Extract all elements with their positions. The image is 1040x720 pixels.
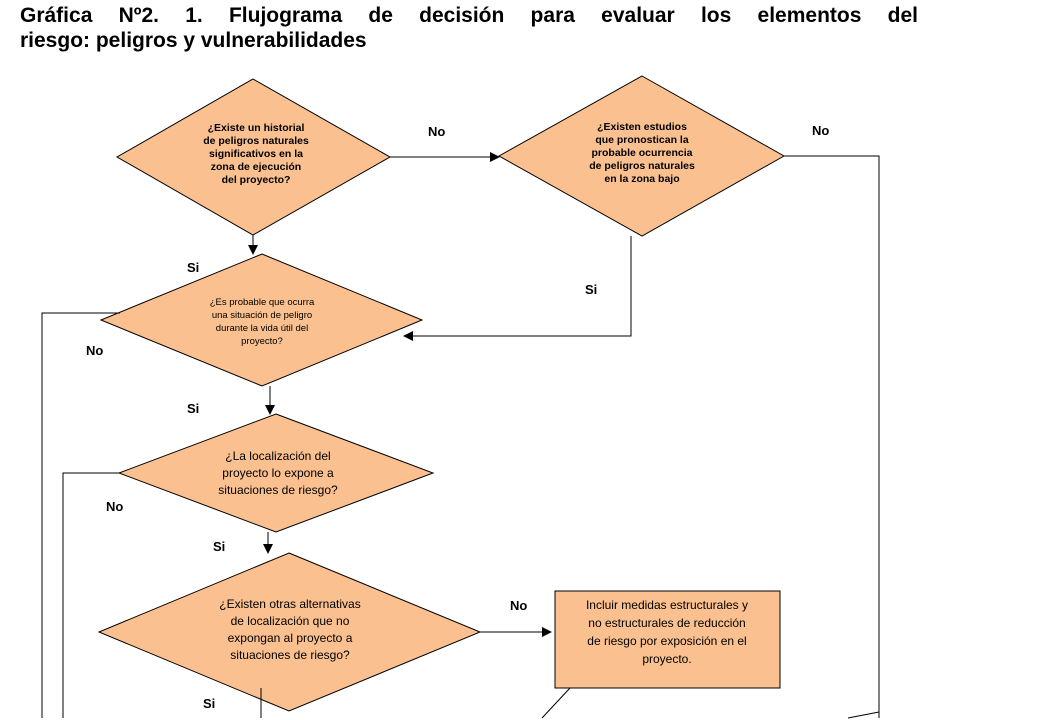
decision-alternativas [97,552,482,712]
decision-localizacion-text: ¿La localización del proyecto lo expone … [218,449,338,497]
process-medidas-text: Incluir medidas estructurales y no estru… [586,598,748,666]
box1-line: no estructurales de reducción [588,616,745,630]
edge-d2-no [784,155,880,718]
label-d5-no: No [510,598,527,613]
d5-line: de localización que no [231,614,350,628]
d2-line: que pronostican la [595,134,689,146]
decision-alternativas-text: ¿Existen otras alternativas de localizac… [219,597,360,662]
d3-line: una situación de peligro [212,310,312,321]
label-d4-no: No [106,499,123,514]
box1-line: Incluir medidas estructurales y [586,598,748,612]
label-d2-no: No [812,123,829,138]
title-line-1: Gráfica Nº2. 1. Flujograma de decisión p… [20,4,918,27]
d5-line: expongan al proyecto a [228,631,353,645]
edge-d3-no [41,312,120,718]
d2-line: de peligros naturales [589,160,695,172]
decision-historial-text: ¿Existe un historial de peligros natural… [203,122,309,186]
label-d1-si: Si [187,260,199,275]
d2-line: probable ocurrencia [592,147,693,159]
d4-line: situaciones de riesgo? [218,483,338,497]
d3-line: proyecto? [241,336,283,347]
d1-line: significativos en la [209,148,303,160]
decision-estudios [497,75,786,237]
edge-d4-no [62,472,119,718]
label-d3-no: No [86,343,103,358]
d3-line: ¿Es probable que ocurra [210,297,315,308]
d5-line: situaciones de riesgo? [230,648,350,662]
d2-line: ¿Existen estudios [597,121,687,133]
decision-estudios-text: ¿Existen estudios que pronostican la pro… [589,121,695,185]
label-d2-si: Si [585,282,597,297]
box1-line: de riesgo por exposición en el [587,634,746,648]
label-d3-si: Si [187,401,199,416]
d1-line: zona de ejecución [211,161,301,173]
d2-line: en la zona bajo [604,173,679,185]
edge-d2-si [403,236,632,341]
label-d1-no: No [428,124,445,139]
d1-line: del proyecto? [222,174,291,186]
edge-box-out [541,687,571,719]
d1-line: ¿Existe un historial [208,122,305,134]
decision-probable-text: ¿Es probable que ocurra una situación de… [210,297,315,347]
title-line-2: riesgo: peligros y vulnerabilidades [20,29,367,52]
diagram-title: Gráfica Nº2. 1. Flujograma de decisión p… [20,3,1020,53]
label-d5-si: Si [203,696,215,711]
edge-right-merge [847,711,880,719]
process-medidas-estructurales [554,590,781,689]
box1-line: proyecto. [642,652,691,666]
d4-line: proyecto lo expone a [222,466,334,480]
d3-line: durante la vida útil del [216,323,308,334]
label-d4-si: Si [213,539,225,554]
d1-line: de peligros naturales [203,135,309,147]
decision-localizacion [117,413,435,533]
d5-line: ¿Existen otras alternativas [219,597,360,611]
decision-probable [99,253,424,387]
d4-line: ¿La localización del [225,449,330,463]
